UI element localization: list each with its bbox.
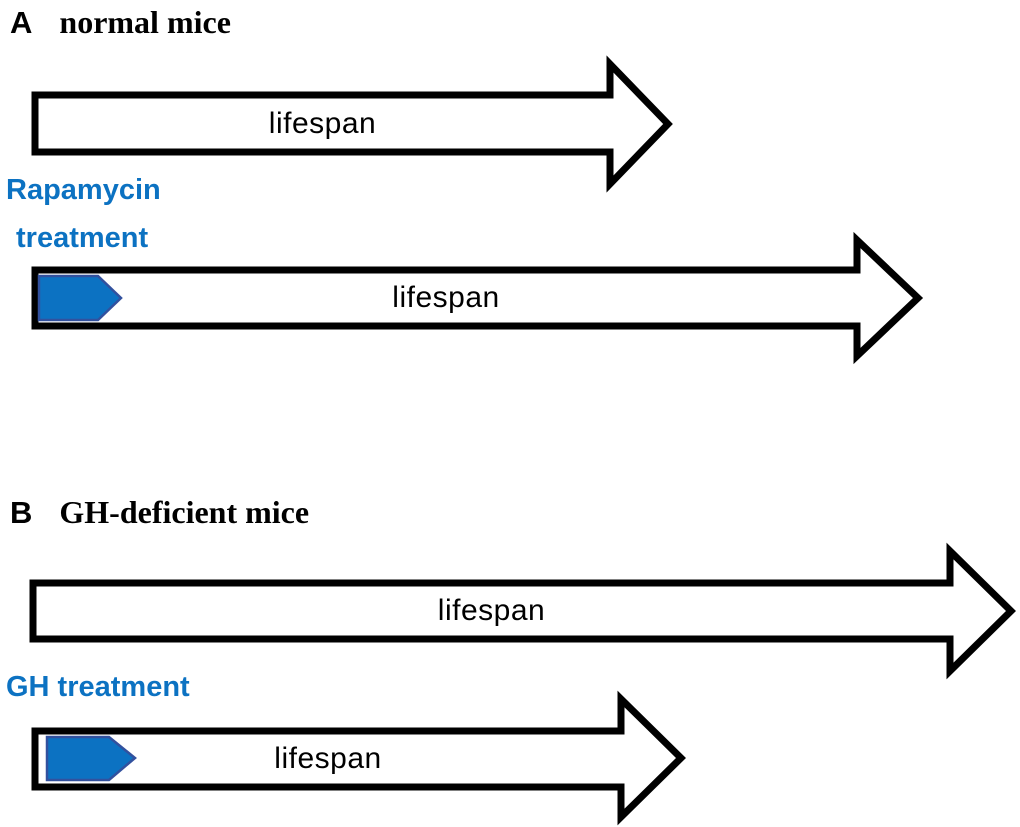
rapamycin-treatment-marker-icon [37,274,123,322]
rapamycin-treatment-label: Rapamycin treatment [6,166,161,262]
rapamycin-treatment-line2: treatment [16,222,149,254]
lifespan-arrow-b-untreated-icon [29,542,1016,680]
panel-b-id: B [10,495,33,530]
rapamycin-treatment-line1: Rapamycin [6,174,161,206]
gh-treatment-marker-icon [45,735,137,782]
lifespan-arrow-b-treated-icon [31,690,686,826]
panel-b-title: B GH-deficient mice [10,494,309,531]
gh-treatment-text: GH treatment [6,671,190,703]
lifespan-label-a-untreated: lifespan [268,107,377,140]
panel-a-title: A normal mice [10,4,231,41]
lifespan-label-a-treated: lifespan [392,281,500,314]
gh-treatment-label: GH treatment [6,663,190,711]
lifespan-arrow-a-treated-icon [31,231,924,365]
panel-a-id: A [10,5,33,40]
lifespan-label-b-treated: lifespan [274,742,382,775]
lifespan-label-b-untreated: lifespan [437,594,546,627]
panel-b-name: GH-deficient mice [59,494,310,530]
panel-a-name: normal mice [59,4,231,40]
lifespan-arrow-a-untreated-icon [31,55,673,193]
